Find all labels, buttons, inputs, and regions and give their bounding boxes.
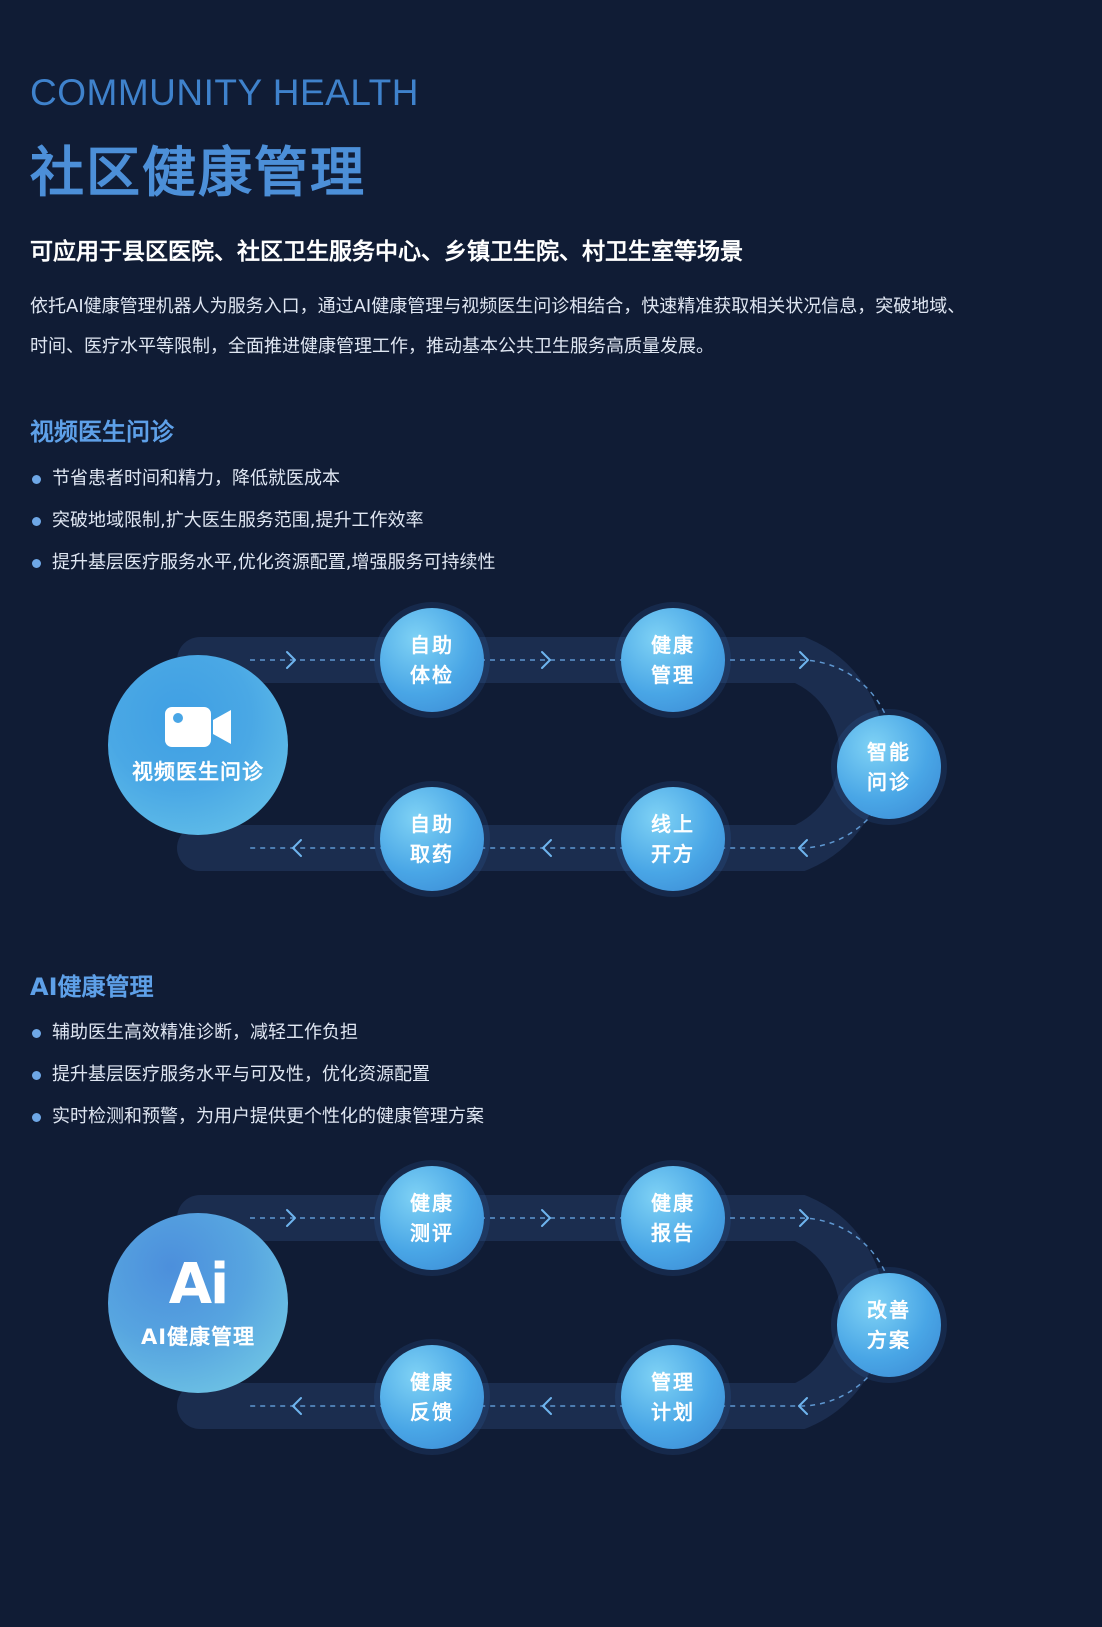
section-title-ai: AI健康管理 bbox=[30, 973, 154, 1001]
node-line: 健康 bbox=[410, 1191, 454, 1215]
section-title-video: 视频医生问诊 bbox=[30, 418, 174, 446]
node-line: 体检 bbox=[410, 663, 454, 687]
node-line: 自助 bbox=[410, 812, 454, 836]
flow-node-smart-consultation: 智能问诊 bbox=[837, 715, 941, 819]
video-flow-diagram: 视频医生问诊 自助体检 健康管理 智能问诊 线上开方 自助取药 bbox=[0, 600, 1102, 900]
flow-node-self-pickup: 自助取药 bbox=[380, 787, 484, 891]
intro-line: 依托AI健康管理机器人为服务入口，通过AI健康管理与视频医生问诊相结合，快速精准… bbox=[30, 296, 966, 317]
hub-label: 视频医生问诊 bbox=[132, 760, 264, 784]
video-camera-icon bbox=[165, 707, 231, 747]
node-line: 计划 bbox=[651, 1400, 695, 1424]
node-line: 开方 bbox=[651, 842, 695, 866]
flow-node-health-management: 健康管理 bbox=[621, 608, 725, 712]
node-line: 方案 bbox=[867, 1328, 911, 1352]
bullet-item: 突破地域限制,扩大医生服务范围,提升工作效率 bbox=[30, 508, 495, 550]
bullet-item: 辅助医生高效精准诊断，减轻工作负担 bbox=[30, 1020, 484, 1062]
bullet-item: 实时检测和预警，为用户提供更个性化的健康管理方案 bbox=[30, 1104, 484, 1146]
hub-label: AI健康管理 bbox=[140, 1325, 256, 1349]
ai-bullet-list: 辅助医生高效精准诊断，减轻工作负担 提升基层医疗服务水平与可及性，优化资源配置 … bbox=[30, 1020, 484, 1146]
ai-logo-icon: Ai bbox=[168, 1252, 230, 1317]
intro-paragraph: 依托AI健康管理机器人为服务入口，通过AI健康管理与视频医生问诊相结合，快速精准… bbox=[30, 287, 1080, 367]
video-bullet-list: 节省患者时间和精力，降低就医成本 突破地域限制,扩大医生服务范围,提升工作效率 … bbox=[30, 466, 495, 592]
node-line: 智能 bbox=[867, 740, 911, 764]
node-line: 线上 bbox=[651, 812, 695, 836]
node-line: 健康 bbox=[651, 1191, 695, 1215]
node-line: 改善 bbox=[867, 1298, 911, 1322]
node-line: 健康 bbox=[651, 633, 695, 657]
node-line: 取药 bbox=[410, 842, 454, 866]
flow-node-online-prescription: 线上开方 bbox=[621, 787, 725, 891]
node-line: 反馈 bbox=[410, 1400, 454, 1424]
flow-node-improvement-plan: 改善方案 bbox=[837, 1273, 941, 1377]
ai-health-hub: Ai AI健康管理 bbox=[108, 1213, 288, 1393]
bullet-item: 提升基层医疗服务水平与可及性，优化资源配置 bbox=[30, 1062, 484, 1104]
video-consultation-hub: 视频医生问诊 bbox=[108, 655, 288, 835]
page-title: 社区健康管理 bbox=[30, 141, 366, 204]
bullet-item: 提升基层医疗服务水平,优化资源配置,增强服务可持续性 bbox=[30, 550, 495, 592]
flow-node-health-feedback: 健康反馈 bbox=[380, 1345, 484, 1449]
node-line: 管理 bbox=[651, 663, 695, 687]
node-line: 测评 bbox=[410, 1221, 454, 1245]
node-line: 问诊 bbox=[867, 770, 911, 794]
flow-node-health-report: 健康报告 bbox=[621, 1166, 725, 1270]
bullet-item: 节省患者时间和精力，降低就医成本 bbox=[30, 466, 495, 508]
ai-flow-diagram: Ai AI健康管理 健康测评 健康报告 改善方案 管理计划 健康反馈 bbox=[0, 1158, 1102, 1458]
flow-node-self-checkup: 自助体检 bbox=[380, 608, 484, 712]
node-line: 管理 bbox=[651, 1370, 695, 1394]
node-line: 报告 bbox=[651, 1221, 695, 1245]
flow-node-health-assessment: 健康测评 bbox=[380, 1166, 484, 1270]
page-subtitle: 可应用于县区医院、社区卫生服务中心、乡镇卫生院、村卫生室等场景 bbox=[30, 239, 743, 265]
intro-line: 时间、医疗水平等限制，全面推进健康管理工作，推动基本公共卫生服务高质量发展。 bbox=[30, 336, 714, 357]
node-line: 自助 bbox=[410, 633, 454, 657]
node-line: 健康 bbox=[410, 1370, 454, 1394]
flow-node-management-plan: 管理计划 bbox=[621, 1345, 725, 1449]
eyebrow-title: COMMUNITY HEALTH bbox=[30, 72, 419, 113]
